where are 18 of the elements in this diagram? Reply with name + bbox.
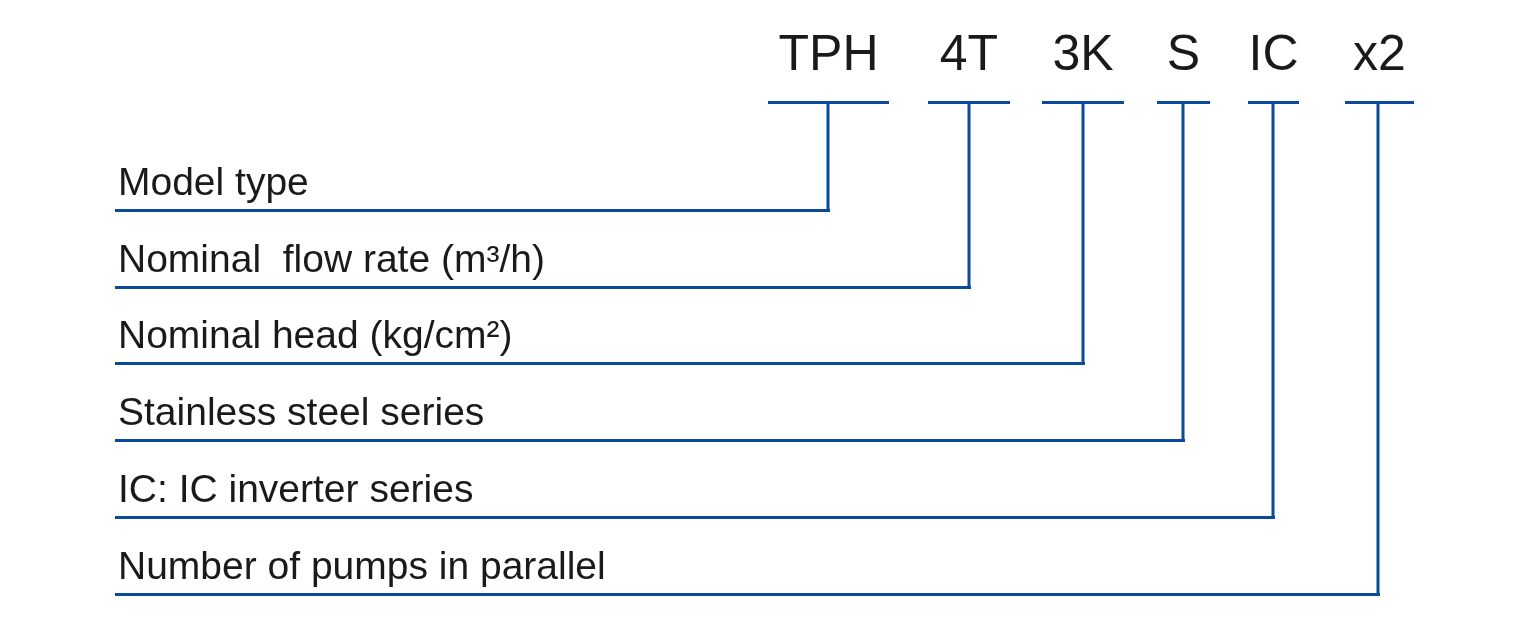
code-segment: S bbox=[1157, 28, 1210, 104]
description-label: Nominal flow rate (m³/h) bbox=[115, 233, 971, 289]
leader-line bbox=[826, 104, 830, 212]
description-label: IC: IC inverter series bbox=[115, 463, 1275, 519]
leader-line bbox=[1181, 104, 1185, 442]
leader-line bbox=[967, 104, 971, 289]
description-label: Nominal head (kg/cm²) bbox=[115, 309, 1085, 365]
code-segment: TPH bbox=[768, 28, 889, 104]
leader-line bbox=[1271, 104, 1275, 519]
code-segment: IC bbox=[1248, 28, 1299, 104]
leader-line bbox=[1376, 104, 1380, 596]
code-segment: 3K bbox=[1042, 28, 1124, 104]
description-label: Model type bbox=[115, 156, 830, 212]
leader-line bbox=[1081, 104, 1085, 365]
code-segment: x2 bbox=[1345, 28, 1414, 104]
code-segment: 4T bbox=[928, 28, 1010, 104]
description-label: Number of pumps in parallel bbox=[115, 540, 1380, 596]
description-label: Stainless steel series bbox=[115, 386, 1185, 442]
